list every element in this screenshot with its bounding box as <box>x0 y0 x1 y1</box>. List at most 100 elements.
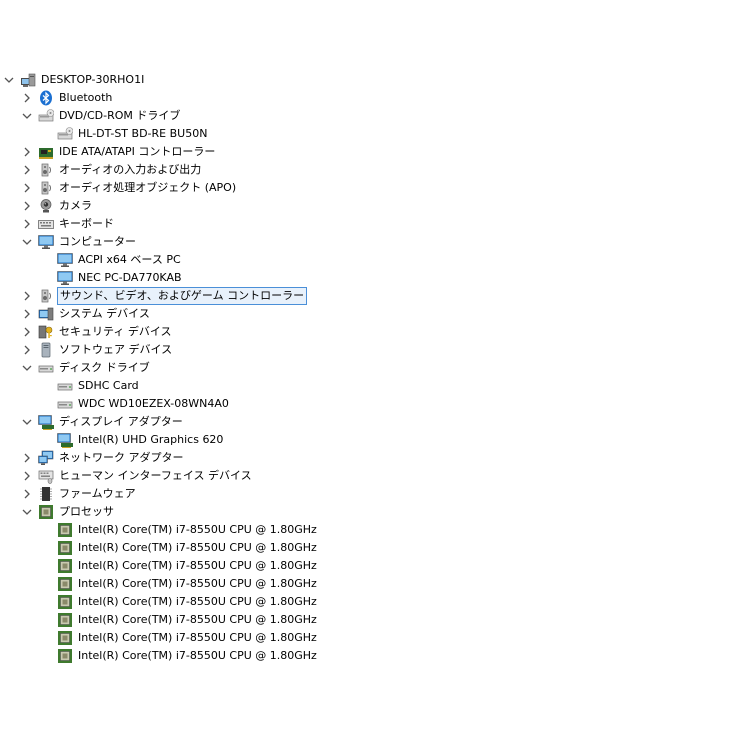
chevron-right-icon[interactable] <box>21 164 33 176</box>
tree-node-0-desktop-30rho1i[interactable]: DESKTOP-30RHO1I <box>0 71 739 89</box>
chevron-down-icon[interactable] <box>21 362 33 374</box>
tree-node-2-dvd-cd-rom[interactable]: DVD/CD-ROM ドライブ <box>0 107 739 125</box>
tree-node-label: Intel(R) Core(TM) i7-8550U CPU @ 1.80GHz <box>78 631 317 644</box>
chevron-right-icon[interactable] <box>21 218 33 230</box>
tree-node-5[interactable]: オーディオの入力および出力 <box>0 161 739 179</box>
speaker-icon <box>38 288 54 304</box>
tree-node-28-intel-r-core-tm-i7-8550u-cpu-1-80ghz[interactable]: Intel(R) Core(TM) i7-8550U CPU @ 1.80GHz <box>0 575 739 593</box>
tree-node-13[interactable]: システム デバイス <box>0 305 739 323</box>
chevron-right-icon[interactable] <box>21 326 33 338</box>
tree-node-6-apo[interactable]: オーディオ処理オブジェクト (APO) <box>0 179 739 197</box>
tree-node-label: HL-DT-ST BD-RE BU50N <box>78 127 208 140</box>
tree-node-9[interactable]: コンピューター <box>0 233 739 251</box>
speaker-icon <box>38 162 54 178</box>
tree-node-14[interactable]: セキュリティ デバイス <box>0 323 739 341</box>
tree-node-22[interactable]: ヒューマン インターフェイス デバイス <box>0 467 739 485</box>
chevron-right-icon[interactable] <box>21 200 33 212</box>
tree-node-label: SDHC Card <box>78 379 139 392</box>
tree-node-18-wdc-wd10ezex-08wn4a0[interactable]: WDC WD10EZEX-08WN4A0 <box>0 395 739 413</box>
hid-icon <box>38 468 54 484</box>
tree-node-10-acpi-x64-pc[interactable]: ACPI x64 ベース PC <box>0 251 739 269</box>
tree-node-label: Intel(R) Core(TM) i7-8550U CPU @ 1.80GHz <box>78 559 317 572</box>
chevron-right-icon[interactable] <box>21 182 33 194</box>
tree-node-label: システム デバイス <box>59 307 150 320</box>
tree-node-label: ディスプレイ アダプター <box>59 415 183 428</box>
tree-node-12[interactable]: サウンド、ビデオ、およびゲーム コントローラー <box>0 287 739 305</box>
processor-icon <box>57 612 73 628</box>
tree-node-30-intel-r-core-tm-i7-8550u-cpu-1-80ghz[interactable]: Intel(R) Core(TM) i7-8550U CPU @ 1.80GHz <box>0 611 739 629</box>
tree-node-1-bluetooth[interactable]: Bluetooth <box>0 89 739 107</box>
keyboard-icon <box>38 216 54 232</box>
processor-icon <box>57 594 73 610</box>
chevron-down-icon[interactable] <box>21 236 33 248</box>
tree-node-20-intel-r-uhd-graphics-620[interactable]: Intel(R) UHD Graphics 620 <box>0 431 739 449</box>
tree-node-label: DESKTOP-30RHO1I <box>41 73 145 86</box>
tree-node-label: Intel(R) Core(TM) i7-8550U CPU @ 1.80GHz <box>78 613 317 626</box>
tree-node-24[interactable]: プロセッサ <box>0 503 739 521</box>
chevron-right-icon[interactable] <box>21 308 33 320</box>
processor-icon <box>57 630 73 646</box>
bluetooth-icon <box>38 90 54 106</box>
chevron-right-icon[interactable] <box>21 452 33 464</box>
tree-node-16[interactable]: ディスク ドライブ <box>0 359 739 377</box>
monitor-icon <box>38 234 54 250</box>
tree-node-29-intel-r-core-tm-i7-8550u-cpu-1-80ghz[interactable]: Intel(R) Core(TM) i7-8550U CPU @ 1.80GHz <box>0 593 739 611</box>
tree-node-17-sdhc-card[interactable]: SDHC Card <box>0 377 739 395</box>
tree-node-11-nec-pc-da770kab[interactable]: NEC PC-DA770KAB <box>0 269 739 287</box>
firmware-icon <box>38 486 54 502</box>
tree-node-label: ソフトウェア デバイス <box>59 343 173 356</box>
tree-node-label: WDC WD10EZEX-08WN4A0 <box>78 397 229 410</box>
tree-node-label: Intel(R) Core(TM) i7-8550U CPU @ 1.80GHz <box>78 577 317 590</box>
tree-node-25-intel-r-core-tm-i7-8550u-cpu-1-80ghz[interactable]: Intel(R) Core(TM) i7-8550U CPU @ 1.80GHz <box>0 521 739 539</box>
monitor-icon <box>57 270 73 286</box>
tree-node-label: セキュリティ デバイス <box>59 325 172 338</box>
disk-drive-icon <box>38 360 54 376</box>
chevron-down-icon[interactable] <box>21 110 33 122</box>
chevron-right-icon[interactable] <box>21 344 33 356</box>
dvd-drive-icon <box>57 126 73 142</box>
tree-node-label: IDE ATA/ATAPI コントローラー <box>59 145 216 158</box>
tree-node-32-intel-r-core-tm-i7-8550u-cpu-1-80ghz[interactable]: Intel(R) Core(TM) i7-8550U CPU @ 1.80GHz <box>0 647 739 665</box>
tree-node-label: カメラ <box>59 199 92 212</box>
chevron-right-icon[interactable] <box>21 92 33 104</box>
tree-node-19[interactable]: ディスプレイ アダプター <box>0 413 739 431</box>
tree-node-label: Intel(R) Core(TM) i7-8550U CPU @ 1.80GHz <box>78 595 317 608</box>
tree-node-8[interactable]: キーボード <box>0 215 739 233</box>
chevron-right-icon[interactable] <box>21 488 33 500</box>
security-key-icon <box>38 324 54 340</box>
tree-node-3-hl-dt-st-bd-re-bu50n[interactable]: HL-DT-ST BD-RE BU50N <box>0 125 739 143</box>
tree-node-23[interactable]: ファームウェア <box>0 485 739 503</box>
tree-node-21[interactable]: ネットワーク アダプター <box>0 449 739 467</box>
software-device-icon <box>38 342 54 358</box>
tree-node-label: ディスク ドライブ <box>59 361 150 374</box>
network-adapter-icon <box>38 450 54 466</box>
display-adapter-icon <box>38 414 54 430</box>
dvd-drive-icon <box>38 108 54 124</box>
chevron-down-icon[interactable] <box>3 74 15 86</box>
tree-node-7[interactable]: カメラ <box>0 197 739 215</box>
tree-node-4-ide-ata-atapi[interactable]: IDE ATA/ATAPI コントローラー <box>0 143 739 161</box>
tree-node-26-intel-r-core-tm-i7-8550u-cpu-1-80ghz[interactable]: Intel(R) Core(TM) i7-8550U CPU @ 1.80GHz <box>0 539 739 557</box>
tree-node-15[interactable]: ソフトウェア デバイス <box>0 341 739 359</box>
tree-node-label: ヒューマン インターフェイス デバイス <box>59 469 252 482</box>
tree-node-label: コンピューター <box>59 235 136 248</box>
processor-icon <box>57 576 73 592</box>
display-adapter-icon <box>57 432 73 448</box>
camera-icon <box>38 198 54 214</box>
disk-drive-icon <box>57 378 73 394</box>
chevron-down-icon[interactable] <box>21 416 33 428</box>
chevron-right-icon[interactable] <box>21 470 33 482</box>
tree-node-31-intel-r-core-tm-i7-8550u-cpu-1-80ghz[interactable]: Intel(R) Core(TM) i7-8550U CPU @ 1.80GHz <box>0 629 739 647</box>
tree-node-label: NEC PC-DA770KAB <box>78 271 182 284</box>
tree-node-label: Bluetooth <box>59 91 113 104</box>
tree-node-label: Intel(R) Core(TM) i7-8550U CPU @ 1.80GHz <box>78 523 317 536</box>
tree-node-label: Intel(R) Core(TM) i7-8550U CPU @ 1.80GHz <box>78 541 317 554</box>
processor-icon <box>57 648 73 664</box>
chevron-down-icon[interactable] <box>21 506 33 518</box>
tree-node-label: サウンド、ビデオ、およびゲーム コントローラー <box>57 287 308 305</box>
system-device-icon <box>38 306 54 322</box>
processor-icon <box>57 558 73 574</box>
tree-node-27-intel-r-core-tm-i7-8550u-cpu-1-80ghz[interactable]: Intel(R) Core(TM) i7-8550U CPU @ 1.80GHz <box>0 557 739 575</box>
chevron-right-icon[interactable] <box>21 146 33 158</box>
chevron-right-icon[interactable] <box>21 290 33 302</box>
